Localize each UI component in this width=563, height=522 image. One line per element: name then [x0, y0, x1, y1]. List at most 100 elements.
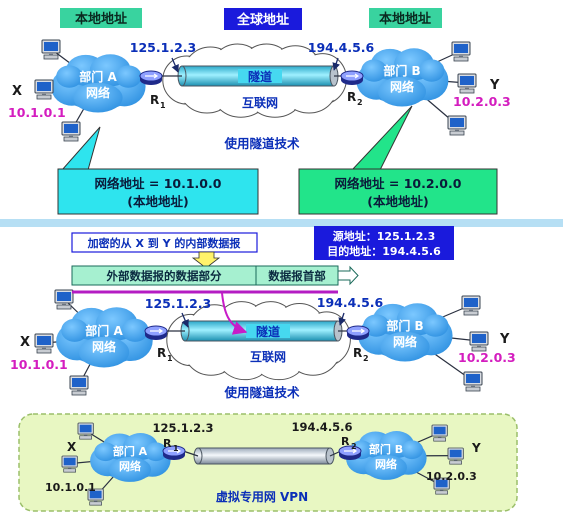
r1-label: R	[157, 346, 166, 360]
r2-label: R	[353, 346, 362, 360]
computer-icon	[34, 79, 54, 100]
section-caption: 虚拟专用网 VPN	[216, 489, 308, 504]
host-y-label: Y	[471, 441, 481, 455]
r2-global-ip: 194.4.5.6	[317, 295, 384, 310]
outer-header-label: 数据报首部	[268, 269, 326, 283]
r2-ip-pointer	[338, 312, 346, 326]
computer-icon	[461, 295, 481, 316]
dept-b-cloud	[358, 303, 453, 362]
dept-b-label-line2: 网络	[393, 334, 417, 349]
internet-label: 互联网	[242, 96, 278, 110]
r2-subscript: 2	[363, 354, 369, 363]
router-r1-icon	[144, 325, 168, 340]
computer-icon	[463, 371, 483, 392]
router-r2-icon	[338, 445, 362, 460]
source-address-line: 源地址：125.1.2.3	[333, 229, 435, 243]
dept-b-label-line2: 网络	[390, 79, 414, 94]
encrypted-note: 加密的从 X 到 Y 的内部数据报	[87, 236, 242, 250]
callout-left	[57, 168, 259, 215]
r1-global-ip: 125.1.2.3	[152, 421, 213, 435]
section-separator	[0, 219, 563, 227]
tunnel-label: 隧道	[256, 324, 280, 339]
router-r2-icon	[340, 70, 364, 85]
computer-icon	[34, 333, 54, 354]
router-r1-icon	[162, 445, 186, 460]
router-r2-icon	[346, 325, 370, 340]
host-x-label: X	[20, 335, 30, 350]
host-y-label: Y	[499, 332, 510, 347]
r2-ip-pointer	[332, 57, 340, 71]
r1-tunnel-link	[182, 450, 199, 457]
computer-icon	[451, 41, 471, 62]
tunnel-label: 隧道	[248, 69, 272, 84]
host-y-ip: 10.2.0.3	[453, 94, 511, 109]
r2-label: R	[341, 435, 350, 448]
tunnel-pipe	[193, 447, 335, 465]
tunnel-label-box	[238, 69, 282, 83]
computer-icon	[61, 455, 78, 473]
r2-global-ip: 194.4.5.6	[308, 40, 375, 55]
callout-right-line1: 网络地址 = 10.2.0.0	[335, 176, 462, 191]
computer-icon	[431, 424, 448, 442]
r1-ip-pointer	[171, 57, 179, 73]
computer-icon	[87, 488, 104, 506]
host-x-ip: 10.1.0.1	[45, 481, 96, 494]
dept-a-label-line2: 网络	[92, 339, 116, 354]
r1-subscript: 1	[167, 354, 173, 363]
outer-data-label: 外部数据报的数据部分	[106, 269, 222, 283]
dept-a-cloud	[56, 307, 153, 368]
callout-pointer-right	[350, 105, 413, 171]
router-r1-icon	[139, 70, 163, 85]
computer-icon	[469, 331, 489, 352]
r1-label: R	[163, 437, 172, 450]
section-caption: 使用隧道技术	[223, 385, 300, 400]
down-arrow-icon	[191, 251, 221, 269]
dept-a-label-line1: 部门 A	[113, 444, 148, 458]
global-address-box	[224, 8, 302, 30]
local-address-box-right	[369, 8, 442, 28]
computer-icon	[447, 447, 464, 465]
dept-b-label-line1: 部门 B	[369, 442, 403, 456]
address-info-box	[314, 226, 454, 260]
computer-icon	[61, 121, 81, 142]
destination-address-line: 目的地址：194.4.5.6	[327, 244, 441, 258]
computer-icon	[77, 422, 94, 440]
r1-global-ip: 125.1.2.3	[145, 296, 211, 311]
computer-icon	[69, 375, 89, 396]
r2-global-ip: 194.4.5.6	[291, 420, 352, 434]
internet-label: 互联网	[250, 350, 286, 364]
callout-left-line2: (本地地址)	[127, 194, 188, 209]
local-address-box-left	[60, 8, 142, 28]
local-address-label-left: 本地地址	[75, 11, 127, 27]
dept-a-label-line1: 部门 A	[85, 323, 123, 338]
host-y-ip: 10.2.0.3	[458, 350, 516, 365]
host-y-label: Y	[489, 78, 500, 93]
r2-subscript: 2	[351, 442, 357, 451]
dept-b-label-line2: 网络	[375, 457, 397, 471]
dept-a-label-line2: 网络	[86, 85, 110, 100]
computer-icon	[433, 477, 450, 495]
dept-a-label-line1: 部门 A	[79, 69, 117, 84]
computer-icon	[41, 39, 61, 60]
host-x-ip: 10.1.0.1	[10, 357, 68, 372]
host-x-ip: 10.1.0.1	[8, 105, 66, 120]
host-x-label: X	[67, 440, 77, 454]
computer-icon	[54, 289, 74, 310]
r1-subscript: 1	[173, 444, 179, 453]
callout-right	[298, 168, 498, 215]
tunnel-label-box	[246, 324, 290, 338]
r2-label: R	[347, 90, 356, 104]
r1-label: R	[150, 93, 159, 107]
dept-b-label-line1: 部门 B	[386, 318, 423, 333]
encrypted-note-box	[71, 232, 258, 253]
r1-subscript: 1	[160, 101, 166, 110]
host-y-ip: 10.2.0.3	[426, 470, 477, 483]
r1-ip-pointer	[181, 312, 189, 328]
local-address-label-right: 本地地址	[379, 11, 431, 27]
r2-subscript: 2	[357, 98, 363, 107]
dept-a-cloud	[51, 54, 146, 113]
